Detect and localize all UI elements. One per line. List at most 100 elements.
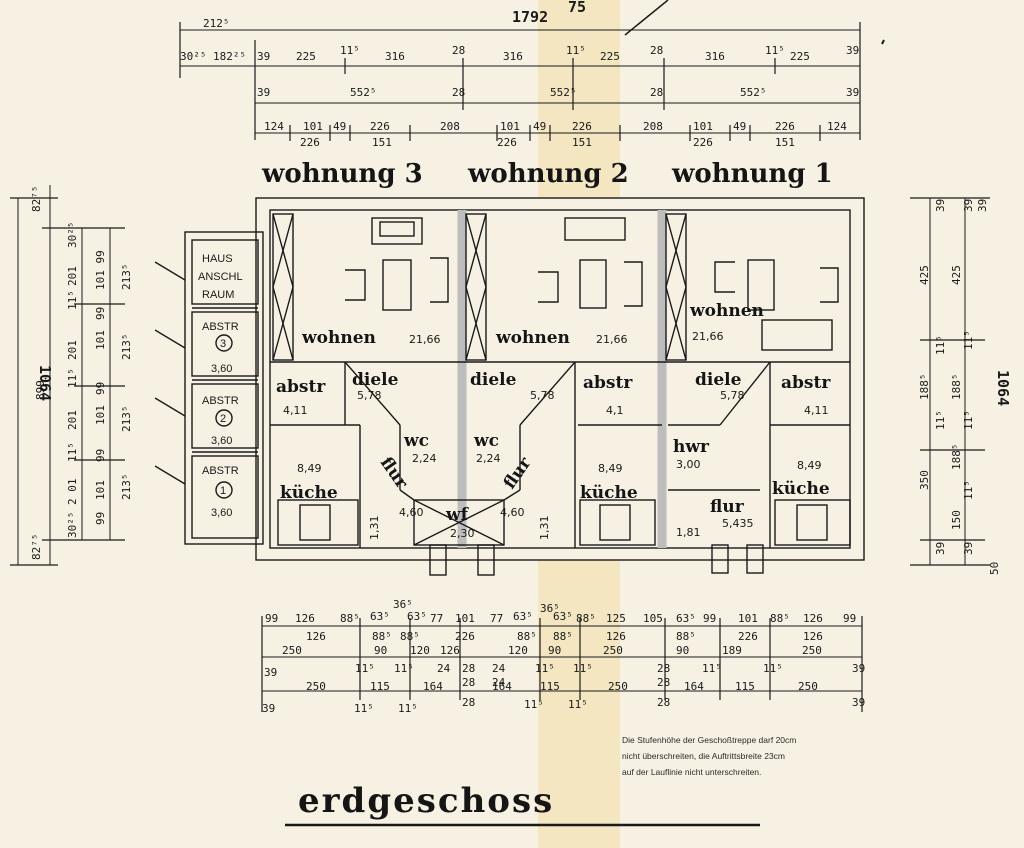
- dim-label: 189: [722, 644, 742, 657]
- dim-label: 101: [94, 330, 107, 350]
- dim-label: 120: [410, 644, 430, 657]
- storage-abstr-area: 3,60: [211, 363, 232, 375]
- dim-label: 39: [962, 542, 975, 555]
- dim-label: 39: [846, 86, 859, 99]
- dim-label: 99: [843, 612, 856, 625]
- dim-label: 101: [94, 405, 107, 425]
- dim-label: 36⁵: [540, 602, 560, 615]
- dim-label: 250: [802, 644, 822, 657]
- dim-label: 101: [94, 480, 107, 500]
- room-diele-3: diele: [352, 370, 399, 390]
- overall-depth-left: 1064: [36, 365, 54, 401]
- dim-label: 101: [303, 120, 323, 133]
- dim-label: 11⁵: [340, 44, 360, 57]
- dim-label: 425: [950, 265, 963, 285]
- dim-label: 82⁷⁵: [30, 186, 43, 213]
- dim-label: 552⁵: [550, 86, 577, 99]
- dim-label: 39: [262, 702, 275, 715]
- dim-label: 28: [650, 86, 663, 99]
- dim-label: 28: [452, 86, 465, 99]
- dim-label: 49: [533, 120, 546, 133]
- dim-label: 63⁵: [370, 610, 390, 623]
- room-kuche-3: küche: [280, 483, 338, 503]
- dim-label: 39: [934, 199, 947, 212]
- dim-label: 39: [257, 50, 270, 63]
- storage-abstr-area: 3,60: [211, 507, 232, 519]
- dim-label: 899: [34, 380, 47, 400]
- dim-label: 28: [462, 696, 475, 709]
- dim-label: 11⁵: [66, 368, 79, 388]
- dim-label: 182²⁵: [213, 50, 246, 63]
- room-abstr-1: abstr: [781, 373, 831, 393]
- dim-label: 2 01: [66, 479, 79, 506]
- room-abstr-2: abstr: [583, 373, 633, 393]
- dim-label: 11⁵: [398, 702, 418, 715]
- dim-label: 226: [775, 120, 795, 133]
- dim-label: 11⁵: [568, 698, 588, 711]
- dim-label: 115: [735, 680, 755, 693]
- dim-label: 49: [333, 120, 346, 133]
- top-dims-row3b: 226 151 226 151 226 151: [300, 136, 795, 149]
- top-dims-row1: 30²⁵ 182²⁵ 39 225 11⁵ 316 28 316 11⁵ 225…: [180, 44, 859, 63]
- room-abstr-3: abstr: [276, 377, 326, 397]
- dim-label: 11⁵: [354, 702, 374, 715]
- dim-label: 11⁵: [934, 410, 947, 430]
- room-wohnen-1: wohnen: [689, 301, 764, 321]
- storage-abstr-label: ABSTR: [202, 395, 239, 407]
- bottom-dims-row3: 39 250 115 164 28 164 115 250 28 164 115…: [262, 680, 865, 715]
- dim-label: 39: [962, 199, 975, 212]
- dim-label: 552⁵: [740, 86, 767, 99]
- dim-label: 101: [500, 120, 520, 133]
- room-area: 4,60: [500, 506, 525, 519]
- dim-label: 50: [988, 562, 1001, 575]
- top-dims-row3: 124 101 49 226 208 101 49 226 208 101 49…: [264, 120, 847, 133]
- dim-label: 250: [306, 680, 326, 693]
- dim-label: 88⁵: [517, 630, 537, 643]
- dim-label: 120: [508, 644, 528, 657]
- dim-label: 213⁵: [120, 334, 133, 361]
- room-area: 5,78: [720, 389, 745, 402]
- dim-label: 226: [300, 136, 320, 149]
- dim-label: 316: [503, 50, 523, 63]
- dim-label: 24: [437, 662, 451, 675]
- top-dims-row2: 39 552⁵ 28 552⁵ 28 552⁵ 39: [257, 86, 859, 99]
- dim-label: 82⁷⁵: [30, 534, 43, 561]
- dim-label: 24: [492, 676, 506, 689]
- building-outline: [255, 197, 865, 576]
- note-line: nicht überschreiten, die Auftrittsbreite…: [622, 751, 785, 761]
- room-area: 5,78: [357, 389, 382, 402]
- dim-label: 11⁵: [934, 335, 947, 355]
- note-line: Die Stufenhöhe der Geschoßtreppe darf 20…: [622, 735, 797, 745]
- dim-label: 188⁵: [918, 374, 931, 401]
- dim-label: 99: [94, 382, 107, 395]
- dim-label: 213⁵: [120, 264, 133, 291]
- dim-label: 99: [94, 307, 107, 320]
- room-area: 21,66: [692, 330, 724, 343]
- room-kuche-2: küche: [580, 483, 638, 503]
- room-wohnen-3: wohnen: [301, 328, 376, 348]
- dim-label: 11⁵: [702, 662, 722, 675]
- dim-label: 126: [803, 630, 823, 643]
- apartment-2-heading: wohnung 2: [467, 159, 629, 189]
- room-area: 4,1: [606, 404, 624, 417]
- dim-label: 63⁵: [553, 610, 573, 623]
- dim-label: 151: [372, 136, 392, 149]
- dim-label: 11⁵: [962, 410, 975, 430]
- dim-label: 49: [733, 120, 746, 133]
- storage-abstr-area: 3,60: [211, 435, 232, 447]
- overall-depth-right: 1064: [994, 370, 1012, 406]
- dim-label: 39: [257, 86, 270, 99]
- dim-label: 250: [608, 680, 628, 693]
- dim-label: 225: [790, 50, 810, 63]
- dim-label: 101: [693, 120, 713, 133]
- dim-label: 39: [976, 199, 989, 212]
- dim-label: 11⁵: [355, 662, 375, 675]
- dim-label: 151: [775, 136, 795, 149]
- note-line: auf der Lauflinie nicht unterschreiten.: [622, 767, 762, 777]
- dim-label: 126: [803, 612, 823, 625]
- dim-label: 125: [606, 612, 626, 625]
- dim-label: 250: [798, 680, 818, 693]
- dim-label: 24: [492, 662, 506, 675]
- room-hwr-1: hwr: [673, 437, 710, 457]
